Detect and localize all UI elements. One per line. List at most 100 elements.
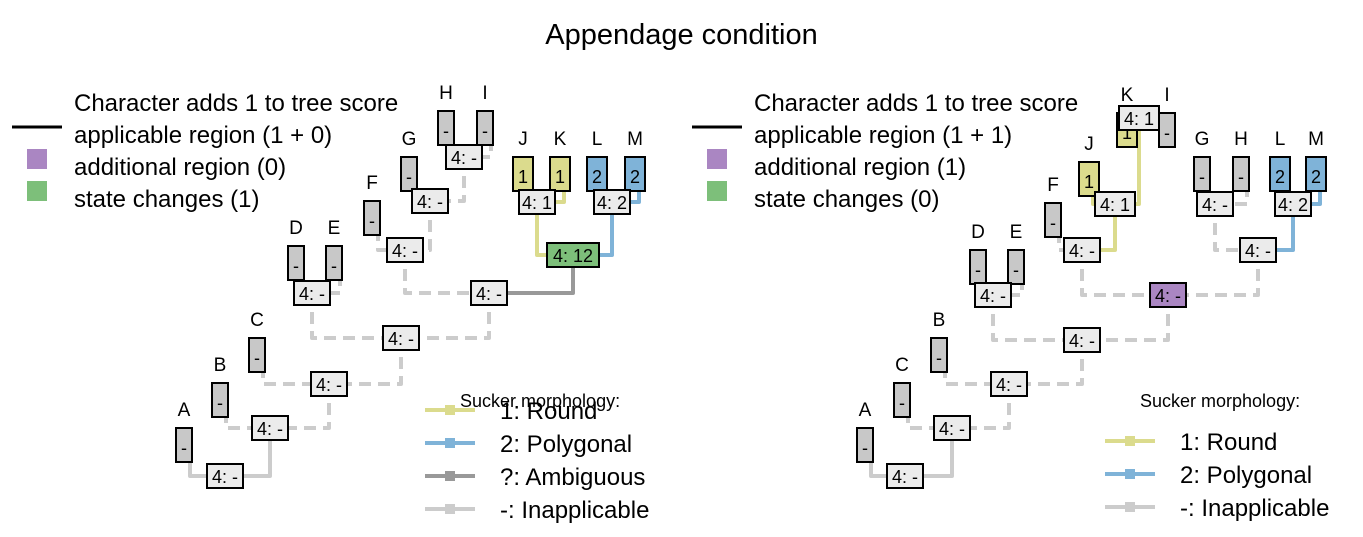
tip-F: -F	[1044, 175, 1062, 238]
internal-node: 4: -	[293, 280, 331, 306]
tip-label: H	[439, 83, 453, 104]
tip-label: I	[1164, 85, 1169, 106]
node-label: 4: -	[980, 286, 1006, 306]
node-box	[293, 280, 331, 306]
node-label: 4: -	[996, 375, 1022, 395]
tip-A: -A	[856, 400, 874, 463]
tip-label: K	[554, 129, 567, 150]
node-box	[1063, 327, 1101, 353]
tip-state: 1	[1122, 123, 1132, 143]
tip-state: 1	[1084, 172, 1094, 192]
node-label: 4: -	[892, 467, 918, 487]
tip-box	[211, 382, 229, 418]
legend-item: applicable region (1 + 1)	[754, 122, 1012, 149]
tip-label: F	[366, 173, 378, 194]
node-box	[546, 242, 600, 268]
tree-edge	[991, 295, 1082, 342]
key-marker-icon	[445, 438, 455, 448]
internal-node: 4: 2	[593, 189, 631, 215]
node-label: 4: -	[1155, 286, 1181, 306]
internal-node: 4: -	[206, 463, 244, 489]
tip-D: -D	[969, 222, 987, 285]
tip-label: C	[895, 355, 909, 376]
key-item: 1: Round	[1180, 429, 1277, 456]
tree-edge	[1213, 204, 1258, 252]
tip-state: -	[293, 256, 299, 276]
tip-state: 2	[630, 167, 640, 187]
node-label: 4: -	[257, 419, 283, 439]
node-box	[518, 189, 556, 215]
tip-box	[549, 156, 571, 192]
tip-H: -H	[437, 83, 455, 146]
tree-edge	[310, 293, 401, 340]
key-title: Sucker morphology:	[1140, 391, 1300, 411]
tip-box	[1007, 249, 1025, 285]
node-box	[933, 415, 971, 441]
tip-J: 1J	[1078, 134, 1100, 197]
tip-state: -	[975, 260, 981, 280]
tip-state: -	[331, 256, 337, 276]
tip-E: -E	[1007, 222, 1025, 285]
node-box	[411, 188, 449, 214]
node-label: 4: -	[1245, 241, 1271, 261]
node-box	[886, 463, 924, 489]
tip-box	[1232, 156, 1250, 192]
node-box	[1063, 237, 1101, 263]
state-change-swatch-icon	[27, 181, 47, 201]
tip-box	[893, 382, 911, 418]
key-item: 1: Round	[500, 398, 597, 425]
node-box	[251, 415, 289, 441]
tip-G: -G	[400, 129, 418, 192]
tip-label: B	[214, 355, 227, 376]
tip-box	[1078, 161, 1100, 197]
node-box	[386, 237, 424, 263]
tip-label: L	[592, 129, 603, 150]
key-item: ?: Ambiguous	[500, 464, 645, 491]
internal-node: 4: -	[933, 415, 971, 441]
tip-J: 1J	[512, 129, 534, 192]
node-box	[1196, 191, 1234, 217]
internal-node: 4: 1	[1094, 191, 1136, 217]
tip-C: -C	[893, 355, 911, 418]
tip-box	[363, 200, 381, 236]
node-label: 4: -	[392, 241, 418, 261]
node-label: 4: -	[1069, 331, 1095, 351]
internal-node: 4: -	[386, 237, 424, 263]
tip-state: -	[217, 393, 223, 413]
tip-state: 2	[592, 167, 602, 187]
node-label: 4: 1	[522, 193, 552, 213]
tip-state: 1	[518, 167, 528, 187]
key-marker-icon	[1125, 502, 1135, 512]
legend-item: applicable region (1 + 0)	[74, 122, 332, 149]
tip-label: G	[1195, 129, 1210, 150]
tip-label: J	[518, 129, 528, 150]
node-label: 4: -	[1069, 241, 1095, 261]
tip-box	[930, 337, 948, 373]
legend-item: state changes (1)	[74, 186, 259, 213]
legend-item: state changes (0)	[754, 186, 939, 213]
tree-edge	[1009, 340, 1084, 386]
legend-item: additional region (0)	[74, 154, 286, 181]
tip-label: H	[1234, 129, 1248, 150]
tip-state: -	[369, 211, 375, 231]
tip-A: -A	[175, 400, 193, 463]
node-label: 4: 12	[553, 246, 593, 266]
key-title: Sucker morphology:	[460, 391, 620, 411]
tip-state: -	[406, 167, 412, 187]
tip-state: -	[862, 438, 868, 458]
tip-G: -G	[1193, 129, 1211, 192]
internal-node: 4: -	[310, 371, 348, 397]
internal-node: 4: -	[1149, 282, 1187, 308]
tip-state: -	[899, 393, 905, 413]
internal-node: 4: -	[251, 415, 289, 441]
state-change-swatch-icon	[707, 181, 727, 201]
tip-label: J	[1084, 134, 1094, 155]
tip-box	[476, 110, 494, 146]
tip-label: D	[971, 222, 985, 243]
tip-box	[1044, 202, 1062, 238]
tip-box	[325, 245, 343, 281]
tip-L: 2L	[1269, 129, 1291, 192]
internal-node: 4: -	[990, 371, 1028, 397]
